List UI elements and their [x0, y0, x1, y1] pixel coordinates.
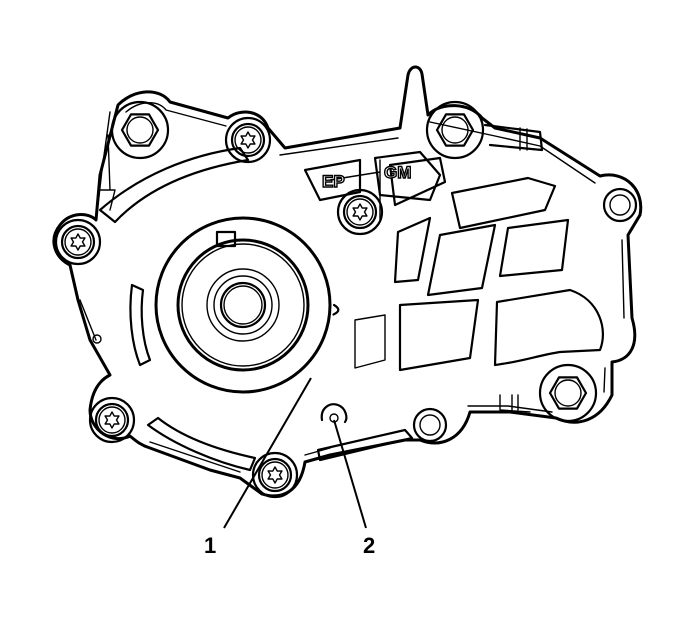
housing-rib [97, 111, 116, 211]
callout-2-label: 2 [363, 533, 376, 558]
mounting-holes [92, 187, 638, 443]
callout-1-label: 1 [204, 533, 217, 558]
arc-channel-lower [146, 416, 257, 472]
torx-star-icon [70, 233, 86, 251]
arc-channel-upper [98, 146, 250, 224]
hex-bolt-lower-right [499, 363, 598, 423]
callout-2-leader [333, 419, 367, 529]
torx-star-icon [240, 131, 256, 149]
small-pin-hole [92, 334, 102, 344]
torx-star-icon [104, 411, 120, 429]
sprocket [154, 216, 340, 394]
torx-star-icon [267, 466, 283, 484]
embossed-marks: EP GM [303, 150, 442, 202]
housing-webbing [329, 156, 604, 372]
hex-bolts [110, 100, 598, 423]
arc-channel-left [129, 283, 152, 367]
mark-gm: GM [384, 163, 411, 182]
hex-bolt-upper-left [110, 100, 170, 160]
torx-bolt [54, 218, 102, 266]
torx-star-icon [352, 203, 368, 221]
torx-bolt [251, 451, 299, 499]
locating-hole-boss [320, 403, 348, 424]
arc-channel-lower-right [316, 428, 414, 462]
callout-1-leader [223, 377, 312, 529]
mark-ep: EP [322, 172, 345, 191]
torx-bolt [336, 188, 384, 236]
sprocket-key [215, 230, 237, 248]
torx-bolt [224, 116, 272, 164]
hex-bolt-upper-right [425, 100, 544, 160]
torx-bolts [54, 116, 384, 499]
pump-housing [52, 65, 643, 498]
torx-bolt [88, 396, 136, 444]
